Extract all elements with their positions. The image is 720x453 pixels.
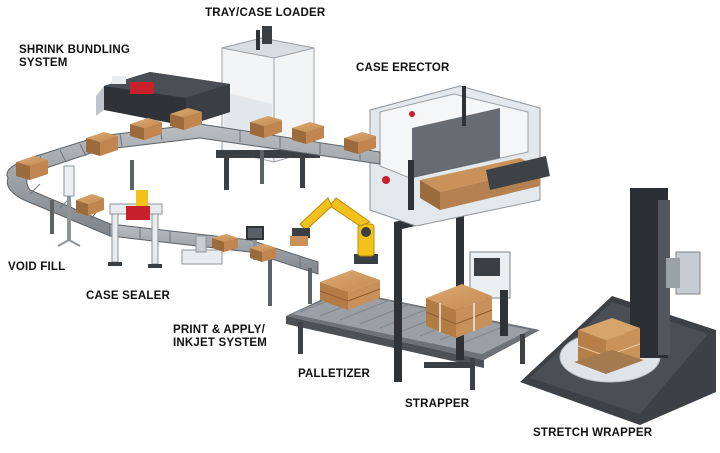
- void-fill-machine: [57, 165, 81, 247]
- label-case-erector: CASE ERECTOR: [356, 62, 450, 75]
- box: [250, 244, 276, 262]
- print-apply-text-line1: PRINT & APPLY/: [173, 324, 266, 336]
- box: [344, 132, 376, 154]
- case-erector-text: CASE ERECTOR: [356, 62, 450, 74]
- box: [76, 194, 104, 216]
- robot-arm-icon: [290, 197, 378, 264]
- box: [86, 132, 118, 156]
- label-case-sealer: CASE SEALER: [86, 290, 170, 303]
- label-shrink-bundling: SHRINK BUNDLING SYSTEM: [19, 44, 130, 70]
- stretch-wrapper-machine: [520, 188, 716, 425]
- tray-case-loader-machine: [216, 26, 320, 190]
- print-apply-machine: [181, 226, 264, 265]
- box: [250, 116, 282, 138]
- label-tray-case-loader: TRAY/CASE LOADER: [205, 7, 325, 20]
- label-strapper: STRAPPER: [405, 398, 469, 411]
- tray-case-loader-text: TRAY/CASE LOADER: [205, 7, 326, 19]
- label-print-apply: PRINT & APPLY/ INKJET SYSTEM: [173, 324, 267, 350]
- print-apply-text-line2: INKJET SYSTEM: [173, 337, 267, 349]
- conveyor-boxes: [16, 108, 376, 262]
- shrink-bundling-machine: [96, 72, 230, 126]
- case-sealer-machine: [108, 190, 163, 268]
- strapper-load: [425, 284, 493, 338]
- label-stretch-wrapper: STRETCH WRAPPER: [533, 427, 652, 440]
- shrink-bundling-text-line1: SHRINK BUNDLING: [19, 44, 130, 56]
- stretch-wrapper-text: STRETCH WRAPPER: [533, 427, 653, 439]
- box: [212, 234, 238, 252]
- label-void-fill: VOID FILL: [8, 261, 65, 274]
- wrapped-pallet-load: [574, 318, 644, 374]
- palletizer-text: PALLETIZER: [298, 368, 371, 380]
- case-sealer-text: CASE SEALER: [86, 290, 170, 302]
- void-fill-text: VOID FILL: [8, 261, 66, 273]
- box: [16, 156, 48, 180]
- shrink-bundling-text-line2: SYSTEM: [19, 57, 68, 69]
- box: [292, 122, 324, 144]
- palletizer-load: [319, 270, 381, 310]
- main-conveyor: [6, 123, 381, 237]
- box: [170, 108, 202, 130]
- strapper-text: STRAPPER: [405, 398, 470, 410]
- case-erector-machine: [369, 85, 550, 227]
- label-palletizer: PALLETIZER: [298, 368, 370, 381]
- box: [130, 118, 162, 140]
